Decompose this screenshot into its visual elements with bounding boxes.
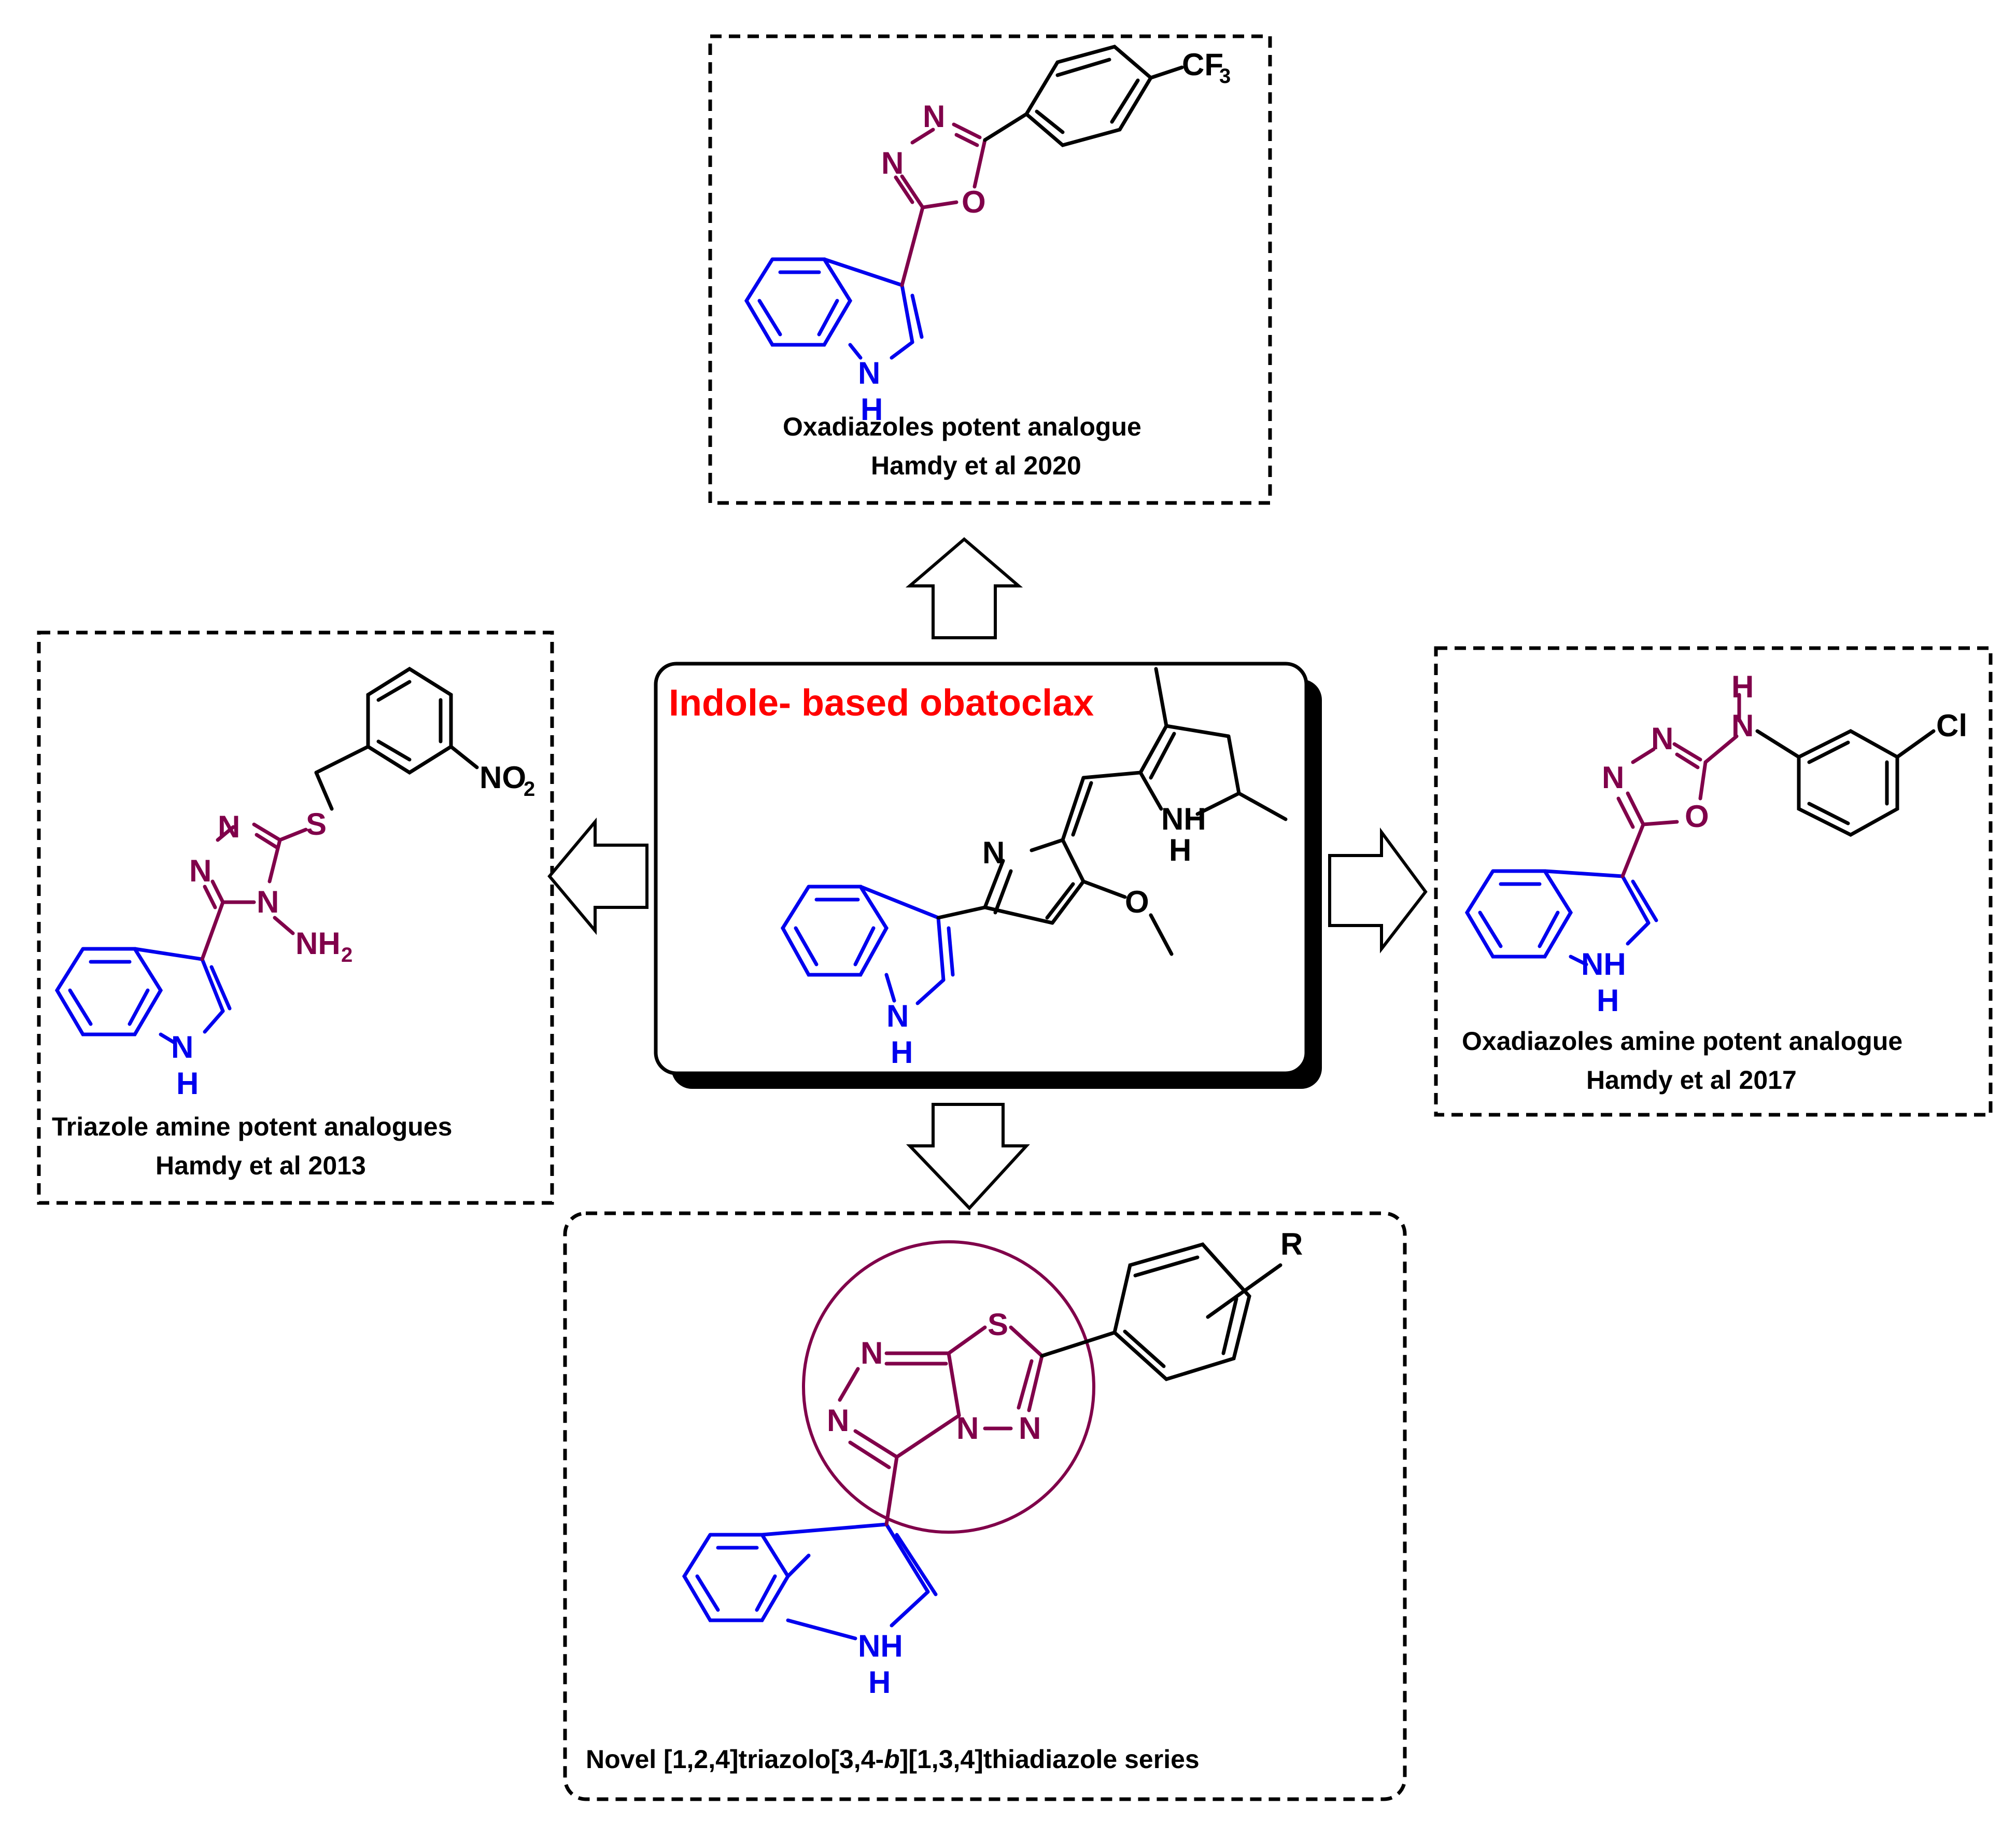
top-indole (744, 257, 924, 360)
left-amine-nh: NH (295, 926, 341, 961)
left-triazole-n2: N (218, 809, 240, 844)
top-caption-line2: Hamdy et al 2020 (871, 451, 1081, 480)
left-caption-line1: Triazole amine potent analogues (52, 1112, 452, 1141)
left-triazole-n1: N (189, 853, 212, 888)
top-oxadiazole-o: O (962, 185, 986, 219)
left-indole (54, 947, 232, 1044)
bottom-triazole-n1: N (861, 1336, 883, 1370)
bottom-indole-h: H (868, 1665, 891, 1700)
bottom-indole (682, 1522, 938, 1641)
bottom-structure: NH H N N N N S R (682, 1227, 1303, 1700)
right-indole-h: H (1597, 983, 1619, 1018)
bottom-aryl (1040, 1242, 1282, 1381)
right-indole (1464, 869, 1658, 966)
obatoclax-imine-n: N (982, 835, 1005, 870)
top-oxadiazole-n2: N (923, 99, 945, 134)
left-triazole-n4: N (257, 885, 279, 919)
top-cf3-3: 3 (1219, 65, 1231, 88)
top-caption-line1: Oxadiazoles potent analogue (783, 412, 1141, 441)
bottom-indole-nh: NH (858, 1629, 903, 1663)
obatoclax-methoxy-o: O (1125, 885, 1149, 919)
right-oxadiazole (1616, 693, 1741, 878)
center-title: Indole- based obatoclax (669, 682, 1094, 724)
obatoclax-indole (780, 885, 955, 1005)
left-structure: N H N N N NH 2 S NO 2 (54, 666, 535, 1101)
right-oxadiazole-o: O (1685, 799, 1709, 834)
left-nitrobenzyl (314, 666, 479, 811)
bottom-dashed-box (563, 1211, 1407, 1801)
bottom-fused-ring (838, 1325, 1044, 1526)
top-oxadiazole-n1: N (881, 146, 904, 180)
right-amine-h: H (1731, 669, 1754, 704)
top-aryl (983, 45, 1184, 147)
right-oxadiazole-n1: N (1602, 760, 1624, 795)
bottom-caption-part1: Novel [1,2,4]triazolo[3,4- (586, 1745, 884, 1774)
top-cf3-cf: CF (1182, 47, 1223, 82)
top-oxadiazole (894, 122, 987, 287)
top-indole-n: N (858, 356, 880, 390)
right-caption-line2: Hamdy et al 2017 (1586, 1066, 1797, 1095)
right-structure: NH H N N O N H Cl (1464, 669, 1967, 1018)
obatoclax-structure: N H N O NH H (780, 667, 1288, 1070)
bottom-highlight-circle (802, 1240, 1095, 1534)
obatoclax-pyrrole-h: H (1169, 833, 1191, 867)
center-box (654, 662, 1308, 1075)
obatoclax-nh-h: H (891, 1035, 913, 1070)
bottom-caption: Novel [1,2,4]triazolo[3,4-b][1,3,4]thiad… (586, 1745, 1200, 1774)
left-caption-line2: Hamdy et al 2013 (156, 1151, 366, 1180)
bottom-substituent-r: R (1280, 1227, 1303, 1262)
left-amine-2: 2 (341, 944, 353, 966)
right-indole-nh: NH (1581, 947, 1626, 982)
arrow-left (547, 817, 648, 935)
left-nitro-2: 2 (524, 778, 535, 801)
obatoclax-nh-n: N (886, 999, 909, 1033)
bottom-thiadiazole-n: N (1019, 1411, 1041, 1446)
obatoclax-pyrrole (936, 667, 1288, 956)
top-dashed-box (708, 34, 1272, 505)
right-dashed-box (1434, 646, 1993, 1117)
bottom-triazole-n2: N (827, 1403, 849, 1438)
bottom-thiadiazole-s: S (988, 1307, 1008, 1342)
right-chlorophenyl (1755, 729, 1936, 837)
bottom-caption-part2: ][1,3,4]thiadiazole series (900, 1745, 1200, 1774)
right-amine-n: N (1731, 708, 1754, 743)
left-indole-h: H (176, 1066, 199, 1101)
top-indole-h: H (861, 392, 883, 427)
left-nitro-no: NO (480, 760, 526, 795)
arrow-up (905, 537, 1023, 639)
left-indole-n: N (171, 1030, 193, 1064)
bottom-bridge-n: N (956, 1411, 979, 1446)
left-triazole (200, 822, 308, 961)
arrow-right (1328, 827, 1428, 954)
top-structure: N H N N O CF 3 (744, 45, 1231, 427)
right-chloro-cl: Cl (1936, 708, 1967, 743)
bottom-caption-italic: b (884, 1745, 900, 1774)
arrow-down (906, 1103, 1030, 1211)
obatoclax-pyrrole-nh: NH (1161, 802, 1206, 836)
right-oxadiazole-n2: N (1651, 721, 1673, 756)
right-caption-line1: Oxadiazoles amine potent analogue (1462, 1027, 1902, 1056)
left-thioether-s: S (306, 807, 327, 842)
